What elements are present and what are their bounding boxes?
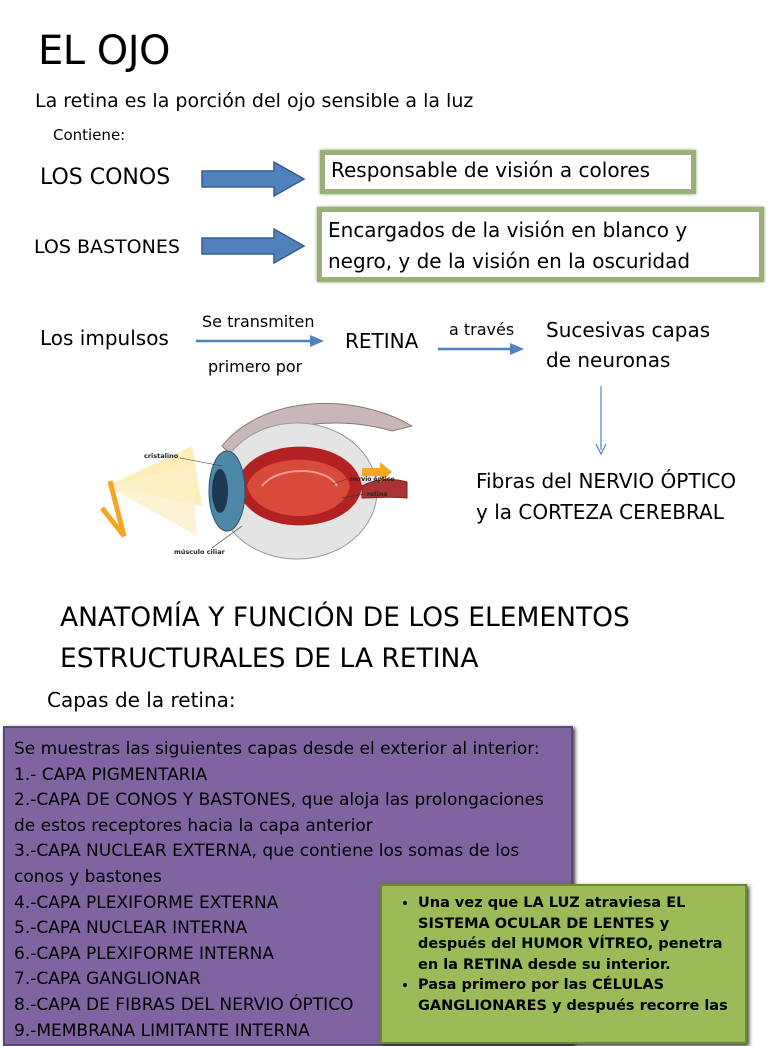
light-path-bullet: Pasa primero por las CÉLULAS GANGLIONARE… <box>418 975 737 1016</box>
se-transmiten-label: Se transmiten <box>202 312 315 331</box>
retina-label: RETINA <box>345 329 419 353</box>
conos-description-box: Responsable de visión a colores <box>320 150 696 194</box>
conos-description: Responsable de visión a colores <box>331 158 651 182</box>
contiene-label: Contiene: <box>53 126 126 144</box>
section-heading: ANATOMÍA Y FUNCIÓN DE LOS ELEMENTOS ESTR… <box>60 597 760 679</box>
a-traves-label: a través <box>449 320 515 339</box>
layers-box: Se muestras las siguientes capas desde e… <box>3 726 573 1046</box>
capas-neuronas-line1: Sucesivas capas <box>546 318 711 342</box>
capas-neuronas-line2: de neuronas <box>546 348 671 372</box>
layer-item: 4.-CAPA PLEXIFORME EXTERNA <box>14 892 279 913</box>
capas-neuronas-text: Sucesivas capas de neuronas <box>546 315 710 375</box>
eye-label-retina: retina <box>367 491 387 498</box>
transmit-arrow-icon <box>196 335 324 347</box>
section-heading-line1: ANATOMÍA Y FUNCIÓN DE LOS ELEMENTOS <box>60 602 630 633</box>
primero-por-label: primero por <box>208 357 303 376</box>
layer-item: 3.-CAPA NUCLEAR EXTERNA, que contiene lo… <box>14 841 520 887</box>
layer-item: 8.-CAPA DE FIBRAS DEL NERVIO ÓPTICO <box>14 994 354 1015</box>
layer-item: 1.- CAPA PIGMENTARIA <box>14 764 208 785</box>
bastones-description-line2: negro, y de la visión en la oscuridad <box>328 249 691 273</box>
section-heading-line2: ESTRUCTURALES DE LA RETINA <box>60 643 479 674</box>
layer-item: 6.-CAPA PLEXIFORME INTERNA <box>14 943 274 964</box>
light-path-box: Una vez que LA LUZ atraviesa EL SISTEMA … <box>380 884 747 1044</box>
down-arrow-icon <box>595 386 607 456</box>
a-traves-arrow-icon <box>438 343 524 355</box>
layer-item: 2.-CAPA DE CONOS Y BASTONES, que aloja l… <box>14 790 544 836</box>
impulsos-label: Los impulsos <box>40 326 169 350</box>
page-title: EL OJO <box>38 28 171 74</box>
fibras-line2: y la CORTEZA CEREBRAL <box>476 500 724 524</box>
layer-item: 5.-CAPA NUCLEAR INTERNA <box>14 918 248 939</box>
conos-label: LOS CONOS <box>40 165 171 190</box>
capas-label: Capas de la retina: <box>47 688 236 712</box>
eye-label-musculo: músculo ciliar <box>174 548 226 556</box>
fibras-line1: Fibras del NERVIO ÓPTICO <box>476 469 737 493</box>
bastones-description-box: Encargados de la visión en blanco y negr… <box>317 207 764 282</box>
layers-intro: Se muestras las siguientes capas desde e… <box>14 739 540 759</box>
layer-item: 7.-CAPA GANGLIONAR <box>14 969 201 990</box>
eye-label-nervio: nervio óptico <box>350 476 395 483</box>
bastones-description-line1: Encargados de la visión en blanco y <box>328 218 688 242</box>
eye-label-cristalino: cristalino <box>144 452 179 460</box>
conos-arrow-icon <box>201 160 306 198</box>
fibras-text: Fibras del NERVIO ÓPTICO y la CORTEZA CE… <box>476 466 736 528</box>
light-path-bullet: Una vez que LA LUZ atraviesa EL SISTEMA … <box>418 893 737 975</box>
eye-illustration: cristalino nervio óptico retina músculo … <box>62 386 438 562</box>
subtitle: La retina es la porción del ojo sensible… <box>35 90 474 112</box>
bastones-label: LOS BASTONES <box>34 236 180 258</box>
light-path-list: Una vez que LA LUZ atraviesa EL SISTEMA … <box>390 893 737 1016</box>
bastones-arrow-icon <box>201 227 306 265</box>
